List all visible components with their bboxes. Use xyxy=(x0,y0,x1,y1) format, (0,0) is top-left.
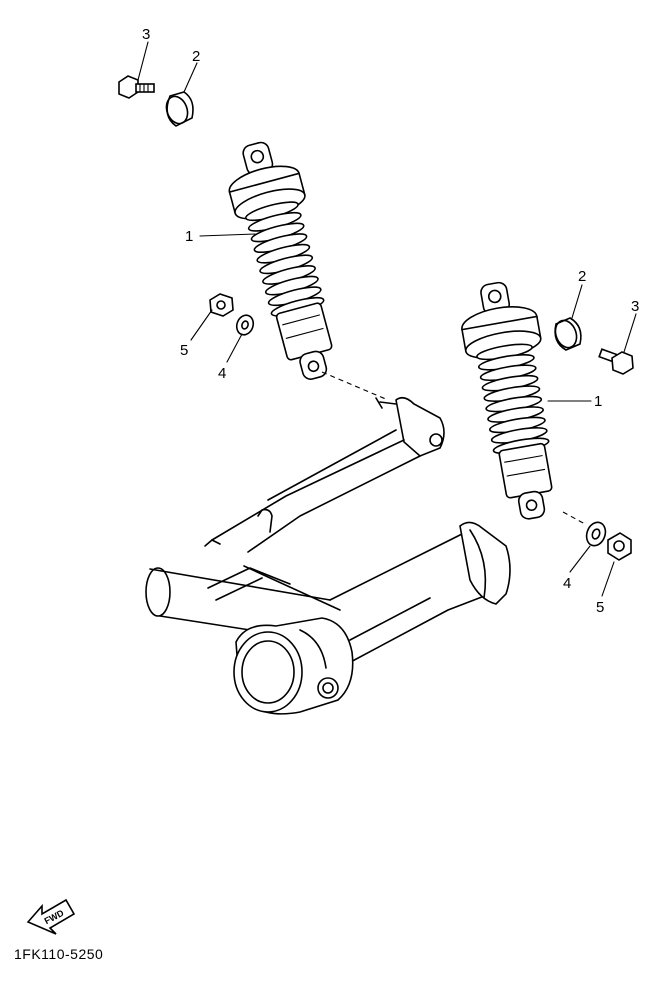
bushing-left xyxy=(165,91,194,127)
callout-nut-left: 5 xyxy=(180,342,188,359)
shock-absorber-right xyxy=(461,281,553,520)
callout-washer-right: 4 xyxy=(563,575,571,592)
washer-left xyxy=(235,314,255,336)
leader-lines xyxy=(137,41,637,597)
diagram-code: 1FK110-5250 xyxy=(14,946,104,962)
callout-washer-left: 4 xyxy=(218,365,226,382)
callout-bushing-left: 2 xyxy=(192,48,200,65)
shock-absorber-left xyxy=(228,141,333,380)
washer-right xyxy=(585,521,607,547)
swing-arm xyxy=(145,396,511,715)
bolt-left xyxy=(118,75,155,99)
bolt-right xyxy=(598,348,634,375)
nut-left xyxy=(209,293,234,317)
bushing-right xyxy=(554,317,582,351)
fwd-arrow-icon: FWD xyxy=(26,898,76,935)
callout-bolt-left: 3 xyxy=(142,26,150,43)
callout-bushing-right: 2 xyxy=(578,268,586,285)
callout-bolt-right: 3 xyxy=(631,298,639,315)
nut-right xyxy=(607,532,632,561)
callout-shock-right: 1 xyxy=(594,393,602,410)
callout-shock-left: 1 xyxy=(185,228,193,245)
assembly-lines xyxy=(321,371,586,525)
callout-nut-right: 5 xyxy=(596,599,604,616)
